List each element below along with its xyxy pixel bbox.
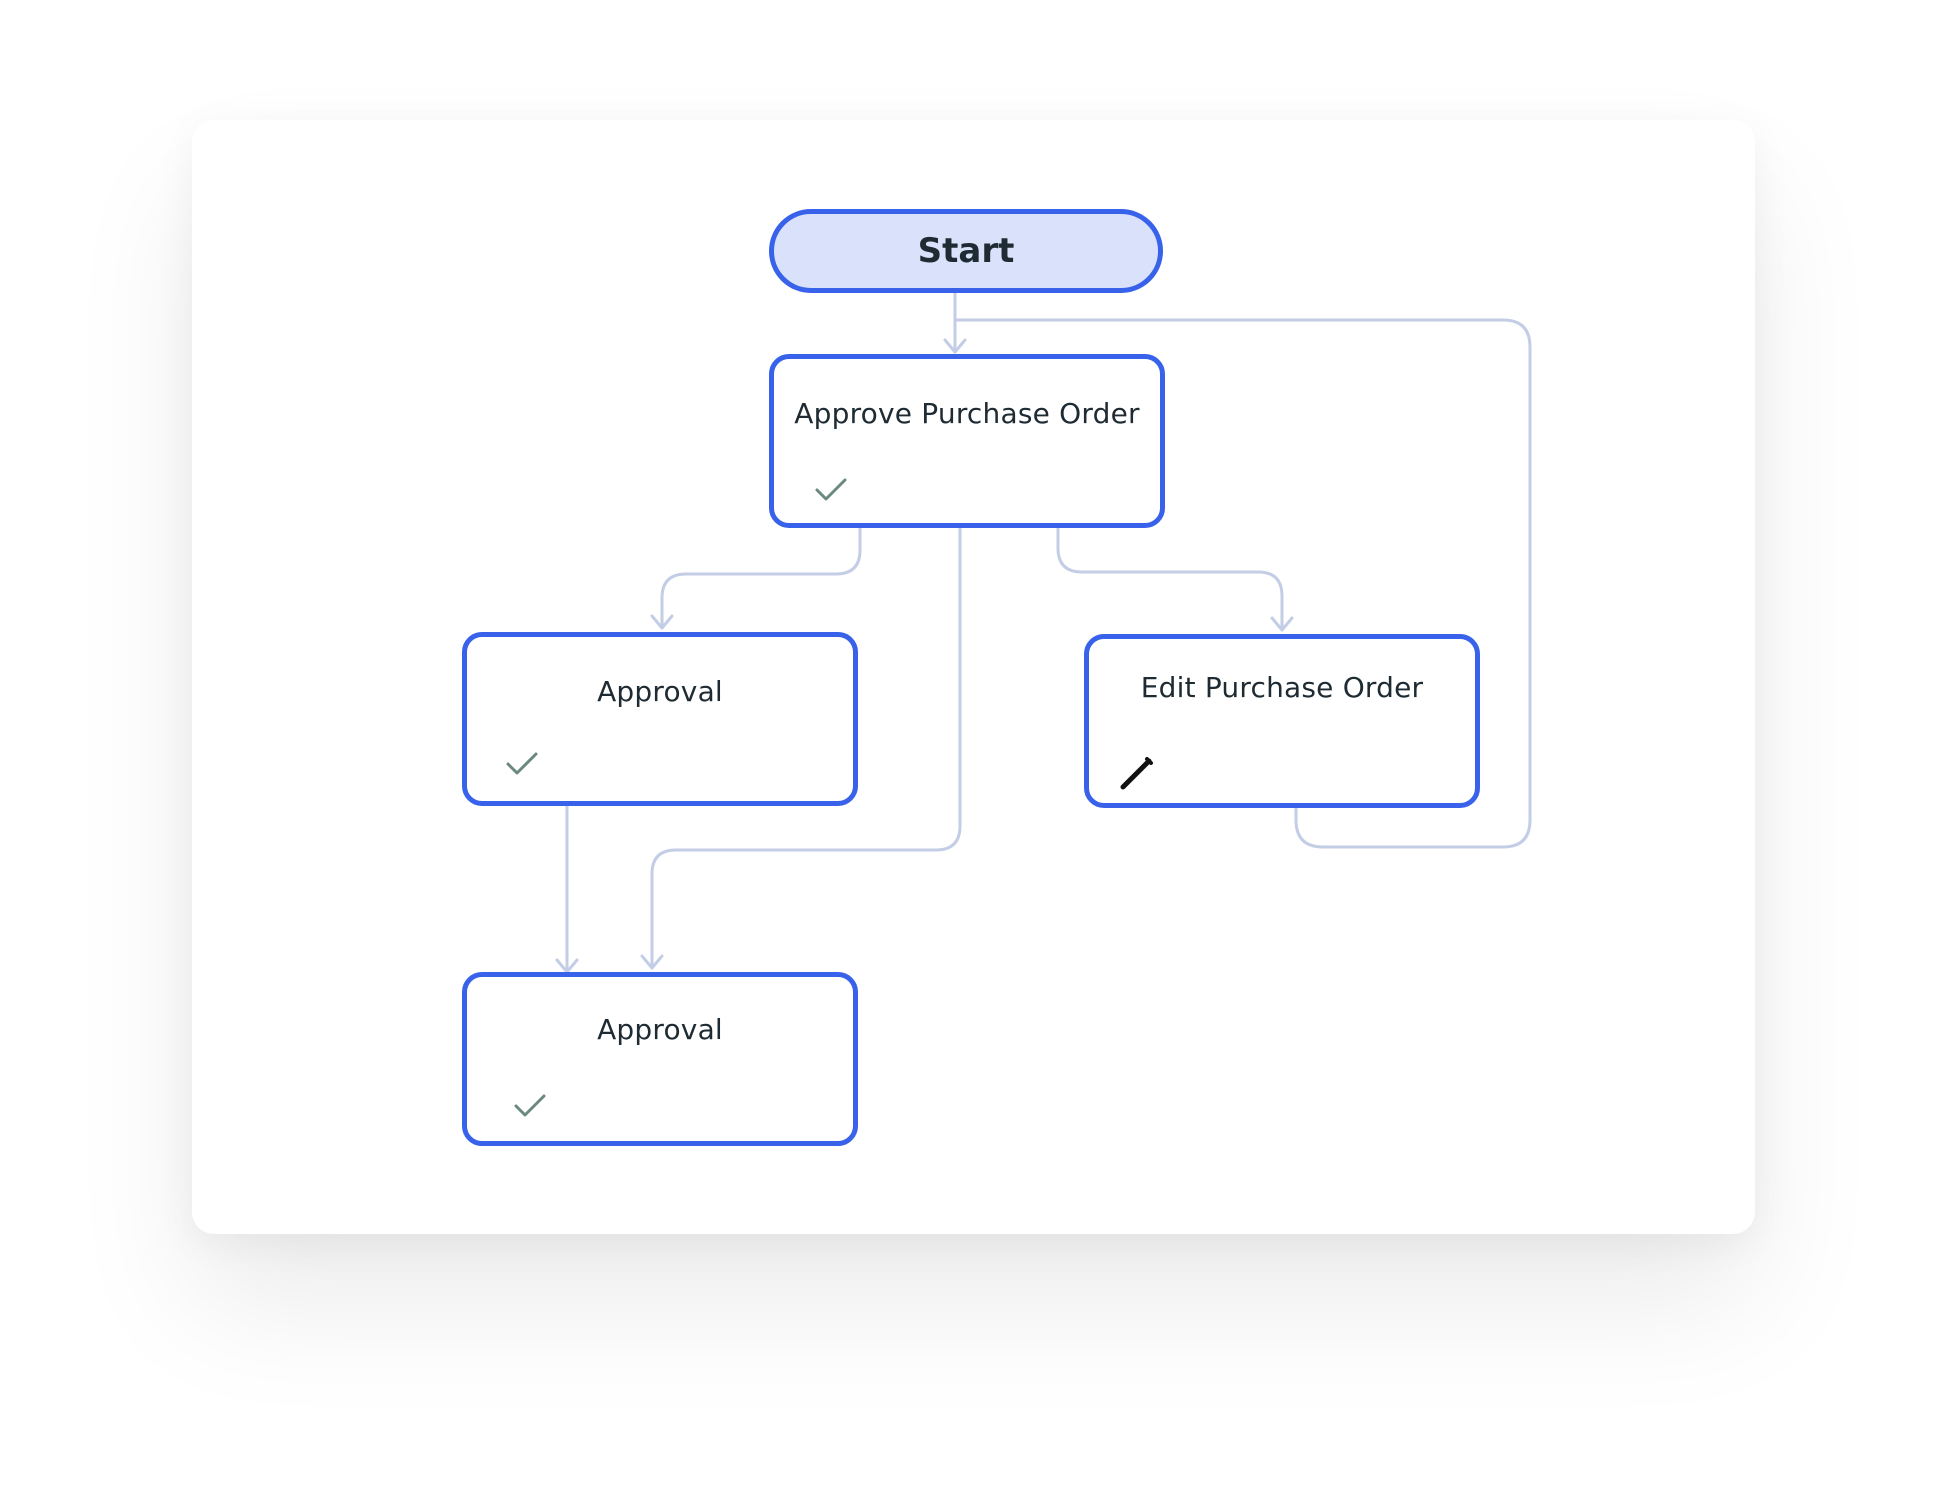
check-icon: [815, 478, 847, 501]
check-icon: [506, 752, 538, 775]
node-label: Edit Purchase Order: [1140, 671, 1424, 704]
node-label: Approval: [597, 1013, 723, 1046]
arrowhead: [640, 954, 664, 970]
arrowhead: [1270, 616, 1294, 632]
approve-purchase-order-node[interactable]: Approve Purchase Order: [769, 354, 1165, 528]
edge-approve-po-to-approval-2: [650, 526, 962, 968]
arrowhead: [943, 338, 967, 354]
diagram-canvas: [192, 120, 1755, 1234]
edit-purchase-order-node[interactable]: Edit Purchase Order: [1084, 634, 1480, 808]
approval-node-1[interactable]: Approval: [462, 632, 858, 806]
node-label: Approve Purchase Order: [794, 397, 1140, 430]
node-label: Approval: [597, 675, 723, 708]
arrowhead: [650, 614, 674, 630]
pencil-icon: [1120, 757, 1153, 790]
edge-edit-po-to-approve-po: [953, 318, 1532, 849]
start-node[interactable]: Start: [769, 209, 1163, 293]
approval-node-2[interactable]: Approval: [462, 972, 858, 1146]
check-icon: [514, 1094, 546, 1117]
edge-approve-po-to-approval-1: [660, 526, 862, 628]
start-label: Start: [917, 231, 1015, 271]
edge-approve-po-to-edit-po: [1056, 526, 1284, 630]
